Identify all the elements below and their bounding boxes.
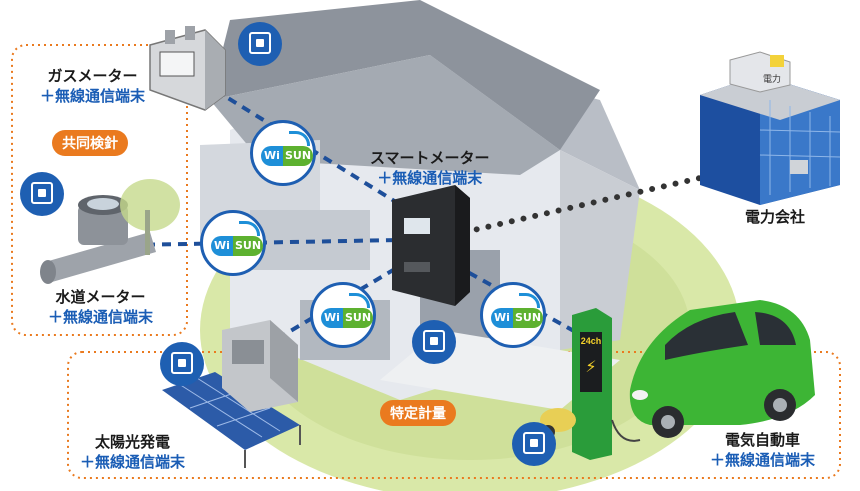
power-company-title: 電力会社 (745, 208, 806, 226)
ev-title: 電気自動車 (725, 431, 801, 449)
water-meter-title: 水道メーター (55, 288, 146, 306)
wisun-sun-label: SUN (233, 236, 263, 256)
smart-meter-title: スマートメーター (370, 149, 490, 167)
wisun-wi-label: Wi (321, 308, 343, 328)
gas-meter-icon (149, 26, 226, 111)
chip-icon (238, 22, 282, 66)
water-meter-label: 水道メーター ＋無線通信端末 (48, 287, 153, 327)
office-building-icon: 電力 (700, 51, 841, 205)
wisun-sun-label: SUN (283, 146, 313, 166)
chip-icon (512, 422, 556, 466)
water-meter-icon (40, 195, 156, 284)
chip-icon (412, 320, 456, 364)
wisun-wi-label: Wi (261, 146, 283, 166)
wisun-sun-label: SUN (513, 308, 543, 328)
gas-meter-sub: ＋無線通信端末 (40, 87, 146, 105)
chip-icon (160, 342, 204, 386)
tree-icon (120, 179, 180, 255)
smart-meter-sub: ＋無線通信端末 (377, 169, 483, 187)
power-company-label: 電力会社 (745, 207, 805, 227)
ev-sub: ＋無線通信端末 (710, 451, 816, 469)
ev-car-icon (611, 300, 815, 442)
svg-text:⚡: ⚡ (585, 357, 596, 376)
grid-link (462, 175, 703, 235)
specific-metering-tag: 特定計量 (380, 400, 456, 426)
solar-title: 太陽光発電 (95, 433, 171, 451)
chip-icon (20, 172, 64, 216)
smart-meter-label: スマートメーター ＋無線通信端末 (370, 148, 490, 188)
ev-label: 電気自動車 ＋無線通信端末 (710, 430, 815, 470)
charger-label: 24ch (581, 336, 602, 346)
wisun-wi-label: Wi (211, 236, 233, 256)
solar-panel-icon (162, 372, 301, 468)
smart-meter-icon (392, 185, 470, 306)
gas-meter-label: ガスメーター ＋無線通信端末 (40, 66, 145, 106)
power-conditioner-icon (222, 320, 298, 412)
ev-charger-icon: 24ch ⚡ (572, 308, 612, 460)
solar-sub: ＋無線通信端末 (80, 453, 186, 471)
joint-reading-group-box (11, 44, 188, 336)
water-meter-sub: ＋無線通信端末 (48, 308, 154, 326)
building-sign: 電力 (763, 73, 781, 85)
solar-label: 太陽光発電 ＋無線通信端末 (80, 432, 185, 472)
joint-reading-tag: 共同検針 (52, 130, 128, 156)
wisun-sun-label: SUN (343, 308, 373, 328)
gas-meter-title: ガスメーター (47, 67, 138, 85)
wisun-wi-label: Wi (491, 308, 513, 328)
